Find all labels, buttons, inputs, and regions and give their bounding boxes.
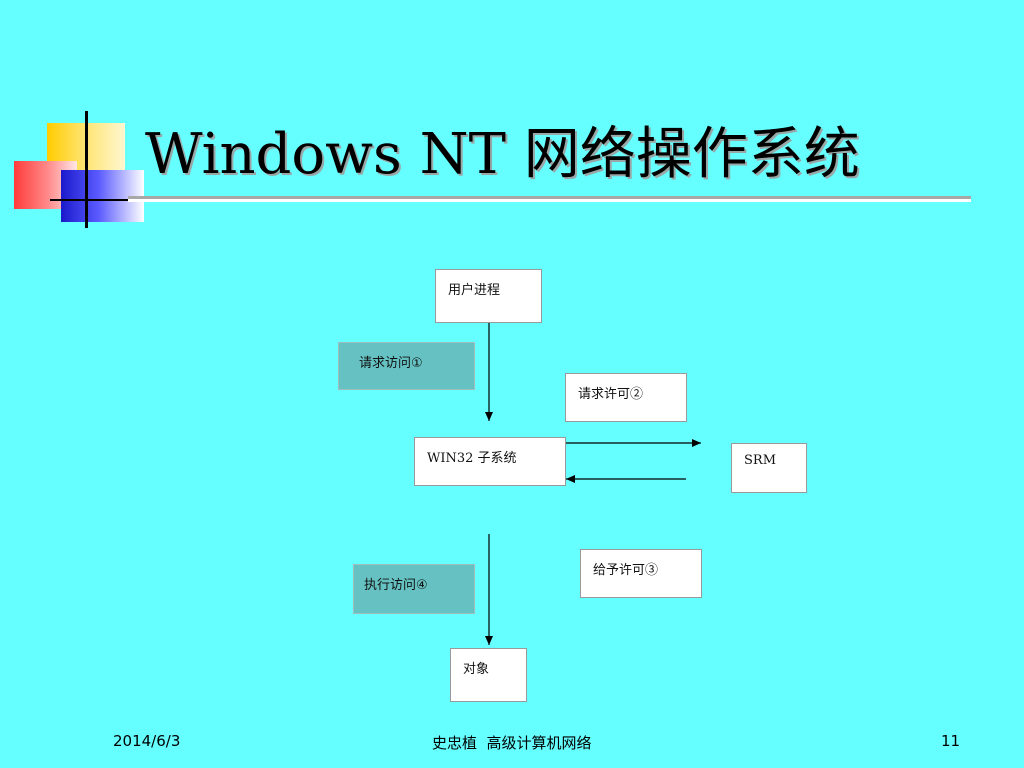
decor-vertical-line: [85, 111, 88, 228]
decor-horizontal-line: [50, 199, 146, 201]
title-underline: [128, 199, 971, 202]
footer-date: 2014/6/3: [113, 732, 181, 750]
label-request-access: 请求访问①: [338, 342, 475, 390]
label-request-permission: 请求许可②: [565, 373, 687, 422]
node-object: 对象: [450, 648, 527, 702]
node-srm: SRM: [731, 443, 807, 493]
node-win32-subsystem: WIN32 子系统: [414, 437, 566, 486]
slide-title: Windows NT 网络操作系统: [145, 122, 860, 187]
node-user-process: 用户进程: [435, 269, 542, 323]
label-grant-permission: 给予许可③: [580, 549, 702, 598]
footer-author-course: 史忠植 高级计算机网络: [432, 734, 592, 752]
label-execute-access: 执行访问④: [353, 564, 475, 614]
title-underline-shadow: [128, 196, 971, 199]
footer-page-number: 11: [941, 732, 961, 750]
